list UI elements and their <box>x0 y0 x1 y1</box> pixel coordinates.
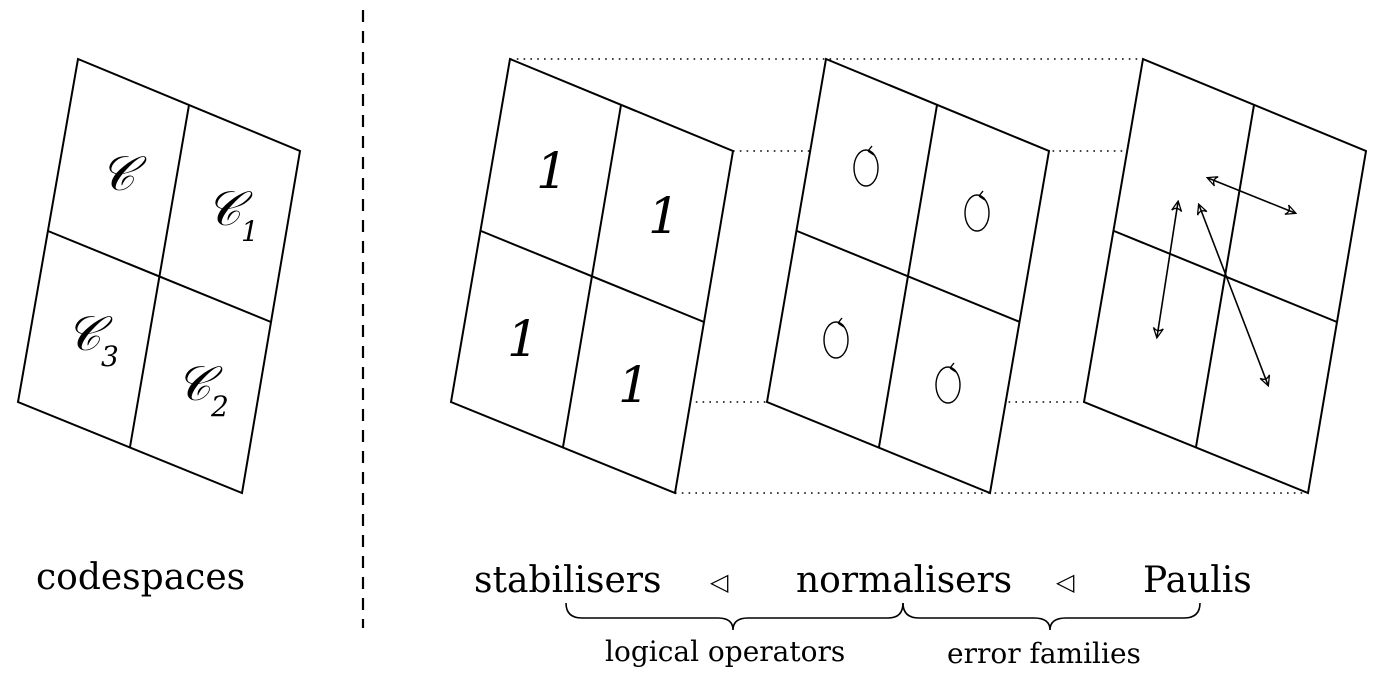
loop-arrow-icon <box>853 145 879 187</box>
double-arrow-icon <box>1199 205 1268 385</box>
loop-arrow-icon <box>964 190 990 232</box>
subgroup-relation-icon: ◁ <box>710 568 729 596</box>
loop-arrow-icon <box>935 362 961 404</box>
logical-operators-brace <box>565 602 904 631</box>
error-families-brace <box>902 602 1201 631</box>
codespace-c3-label: 𝒞3 <box>66 306 119 373</box>
stabiliser-identity-label: 1 <box>507 310 539 368</box>
stabiliser-identity-label: 1 <box>648 187 680 245</box>
codespace-c2-label: 𝒞2 <box>176 356 229 423</box>
stabilisers-caption: stabilisers <box>474 560 661 601</box>
double-arrow-icon <box>1157 202 1178 337</box>
logical-operators-label: logical operators <box>605 635 845 668</box>
normalisers-loop-icons <box>823 145 990 404</box>
normalisers-caption: normalisers <box>796 560 1012 601</box>
stabiliser-identity-label: 1 <box>618 356 650 414</box>
error-families-label: error families <box>947 637 1141 670</box>
codespace-c-label: 𝒞 <box>100 146 147 202</box>
paulis-grid <box>1082 57 1368 495</box>
codespaces-grid <box>16 57 302 495</box>
stabilisers-cell-labels: 1 1 1 1 <box>507 142 680 414</box>
stabiliser-identity-label: 1 <box>536 142 568 200</box>
codespaces-cell-labels: 𝒞 𝒞1 𝒞3 𝒞2 <box>66 146 259 423</box>
codespace-c1-label: 𝒞1 <box>206 181 259 248</box>
paulis-caption: Paulis <box>1143 560 1252 601</box>
subgroup-relation-icon: ◁ <box>1056 568 1075 596</box>
paulis-arrows <box>1157 178 1295 385</box>
codespaces-caption: codespaces <box>36 557 245 598</box>
stabilisers-grid <box>449 57 735 495</box>
normalisers-grid <box>765 57 1051 495</box>
double-arrow-icon <box>1208 178 1295 213</box>
loop-arrow-icon <box>823 317 849 359</box>
